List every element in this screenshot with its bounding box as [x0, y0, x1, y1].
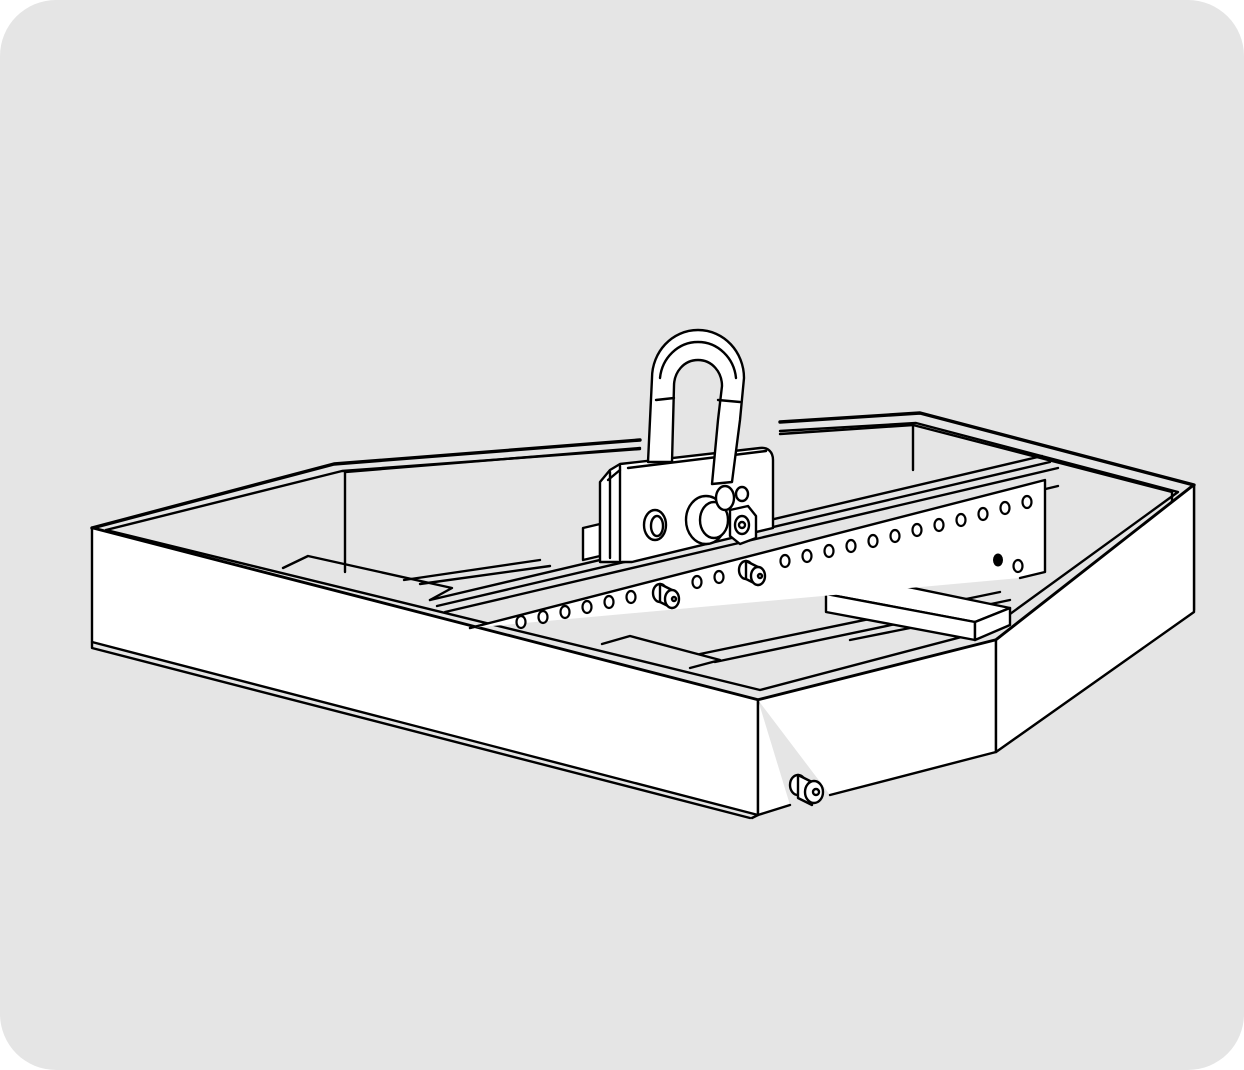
locking-pin [737, 559, 767, 587]
mounting-hole [845, 538, 857, 554]
frame-side-walls [90, 483, 1196, 820]
left-support-plate [281, 554, 552, 602]
mounting-hole [977, 506, 989, 522]
mounting-hole [691, 574, 703, 590]
mounting-hole [515, 614, 527, 630]
mounting-hole [559, 604, 571, 620]
mounting-hole [889, 528, 901, 544]
mounting-hole [1021, 494, 1033, 510]
mounting-hole [801, 548, 813, 564]
shackle-icon [646, 328, 758, 546]
rail-locking-pins [651, 559, 767, 610]
mounting-hole [581, 599, 593, 615]
mounting-hole [955, 512, 967, 528]
mounting-hole [713, 569, 725, 585]
mounting-hole [867, 533, 879, 549]
mounting-hole [823, 543, 835, 559]
mounting-hole [537, 609, 549, 625]
shackle-plate [581, 446, 775, 564]
mounting-hole [933, 517, 945, 533]
front-locking-pin [788, 773, 825, 807]
mounting-hole [999, 500, 1011, 516]
mounting-hole [1012, 558, 1024, 574]
rail-mounting-holes [515, 494, 1033, 630]
mounting-hole [993, 553, 1003, 567]
mounting-hole [603, 594, 615, 610]
mounting-hole [779, 553, 791, 569]
mounting-hole [625, 589, 637, 605]
mounting-hole [911, 522, 923, 538]
locking-pin [651, 582, 681, 610]
